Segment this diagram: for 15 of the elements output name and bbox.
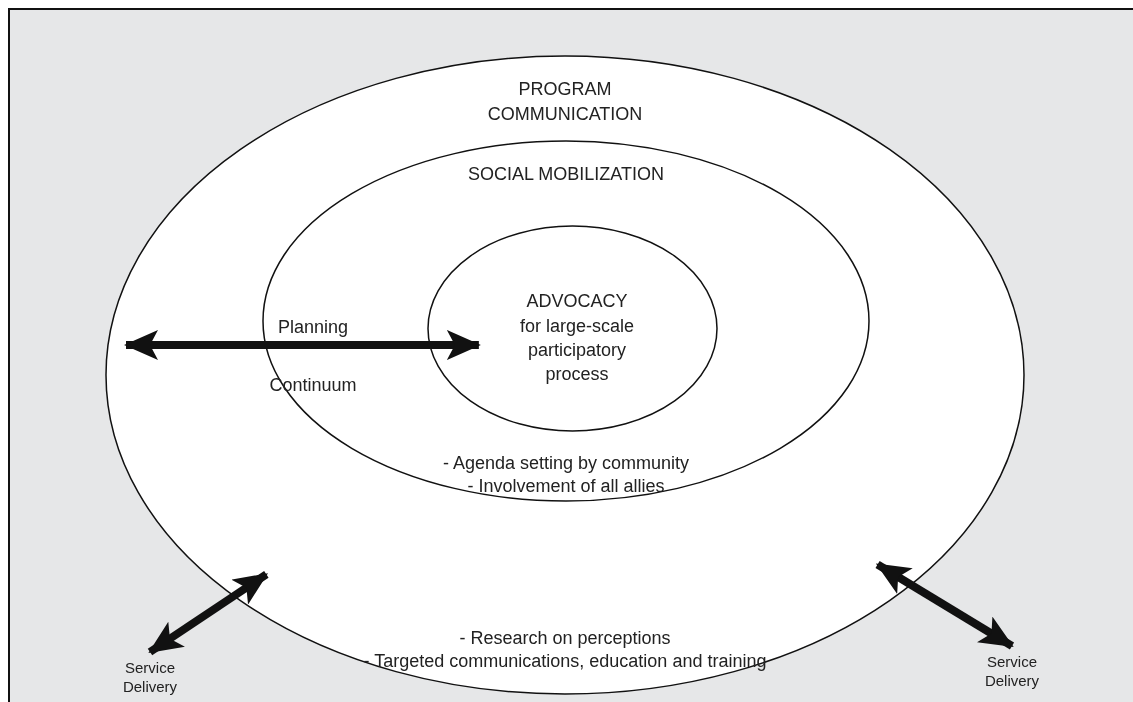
bullet-text: - Agenda setting by community	[442, 452, 690, 475]
bullet-text: - Research on perceptions	[459, 627, 671, 650]
double-arrow	[147, 571, 269, 656]
region-heading: PROGRAM COMMUNICATION	[486, 78, 644, 126]
bullet-text: - Involvement of all allies	[467, 475, 665, 498]
ellipse-region	[427, 225, 718, 432]
double-arrow	[124, 330, 481, 360]
region-heading: ADVOCACY	[525, 290, 629, 313]
double-arrow	[875, 561, 1015, 650]
node-label: Service Delivery	[972, 652, 1052, 690]
node-label: Service Delivery	[110, 658, 190, 696]
ellipse-region	[262, 140, 870, 502]
body-text: for large-scale participatory process	[518, 315, 635, 386]
bullet-text: - Targeted communications, education and training	[363, 650, 767, 673]
region-heading: SOCIAL MOBILIZATION	[467, 163, 665, 186]
